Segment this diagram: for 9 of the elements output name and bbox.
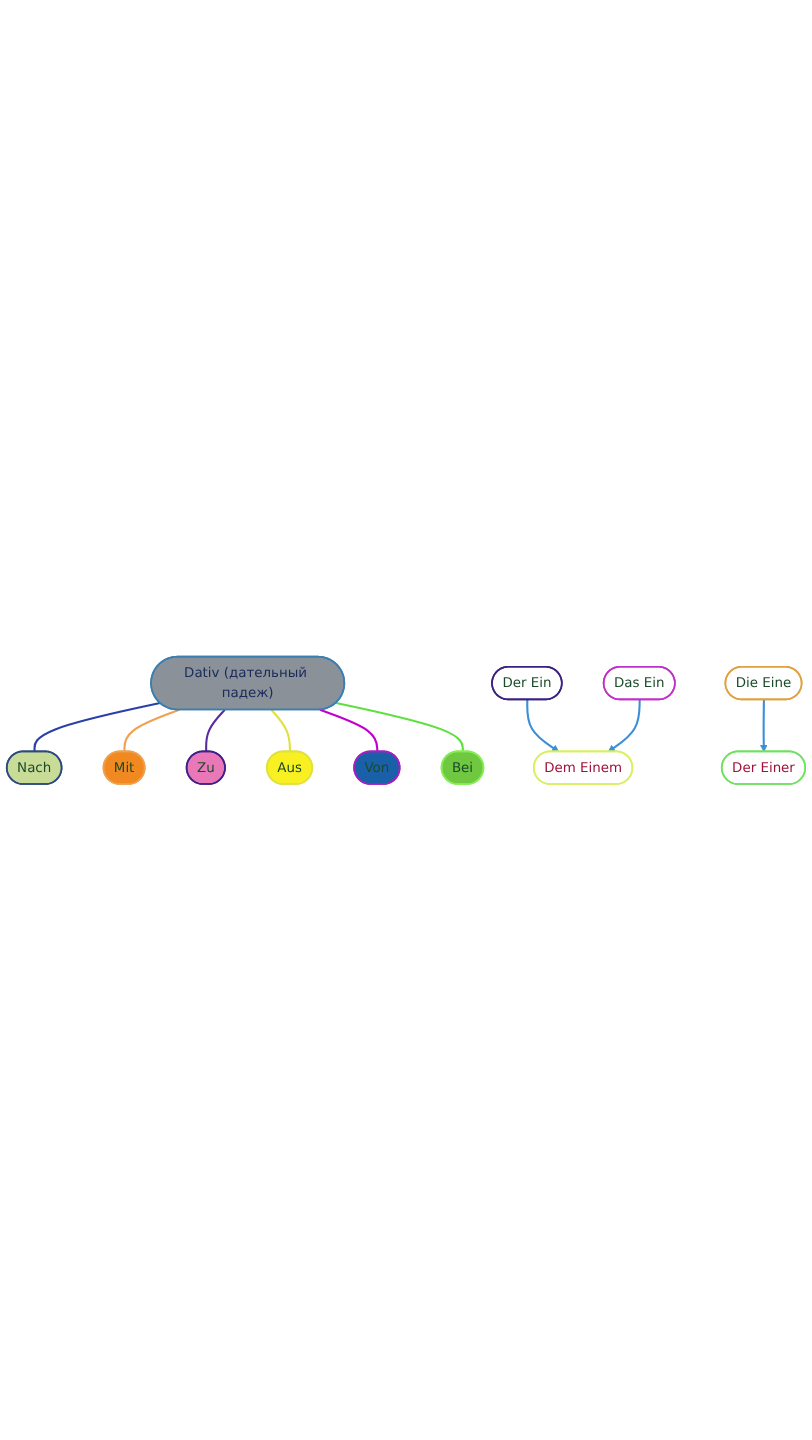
arrow bbox=[526, 699, 560, 752]
connector bbox=[123, 708, 180, 752]
connector bbox=[205, 708, 226, 752]
arrow bbox=[607, 699, 641, 752]
connector bbox=[319, 708, 379, 752]
arrow bbox=[760, 699, 768, 752]
connector bbox=[33, 701, 161, 752]
connector bbox=[335, 701, 464, 752]
connector bbox=[270, 708, 292, 752]
